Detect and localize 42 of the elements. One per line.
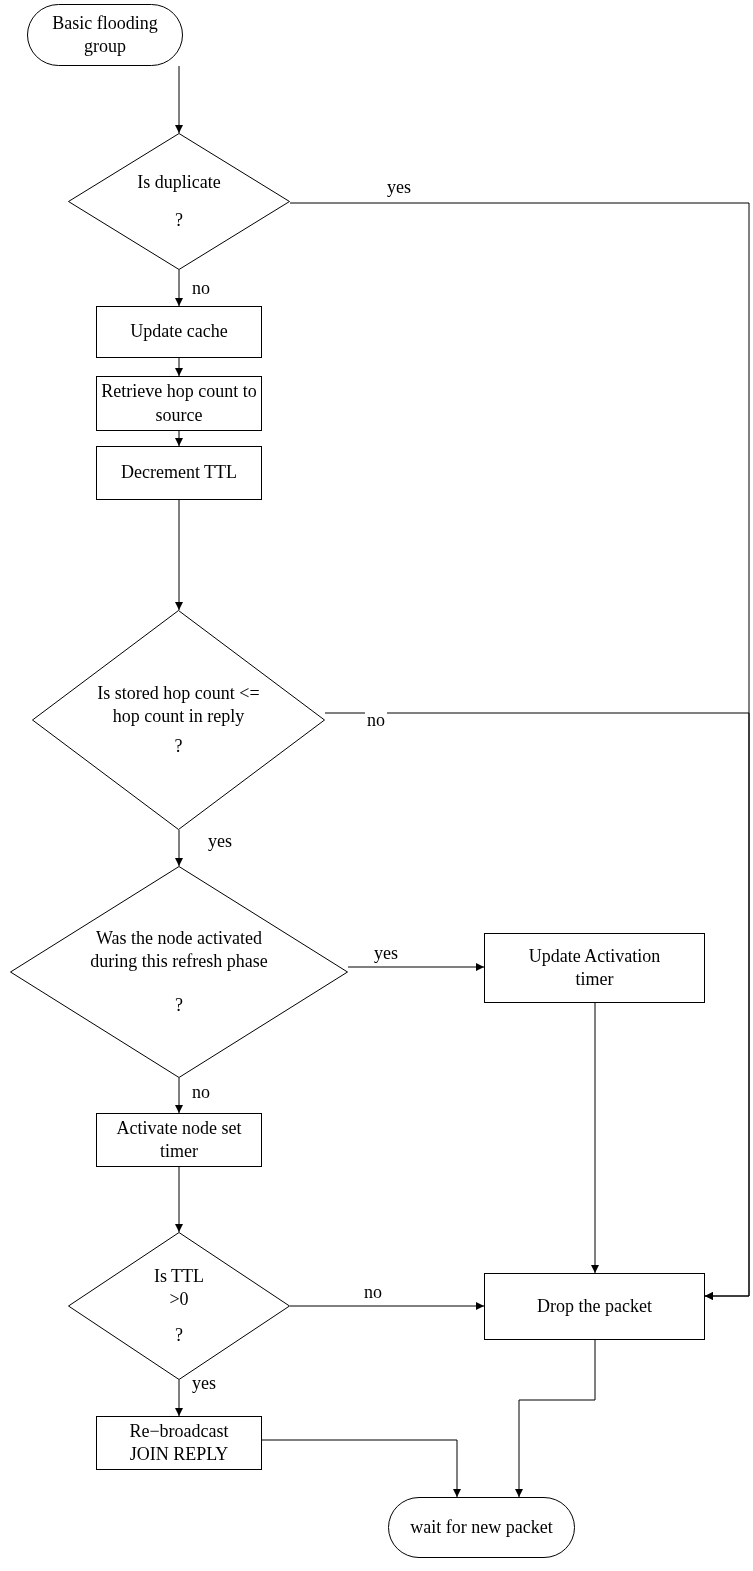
arrow	[175, 65, 183, 134]
process-box	[96, 1416, 262, 1470]
arrow	[289, 1302, 485, 1310]
decision-diamond	[10, 866, 348, 1078]
node-label: Was the node activated during this refresh phase	[89, 926, 269, 974]
process-box	[484, 933, 705, 1003]
arrow	[347, 963, 485, 971]
node-label: Update cache	[129, 320, 229, 344]
node-label: Is TTL >0	[152, 1264, 206, 1312]
process-box	[96, 446, 262, 500]
node-label: Is duplicate	[136, 171, 222, 195]
arrow	[175, 269, 183, 307]
process-box	[96, 1113, 262, 1167]
node-label: Re−broadcast JOIN REPLY	[128, 1419, 230, 1466]
arrow	[175, 829, 183, 867]
node-label: ?	[174, 208, 184, 232]
node-label: ?	[174, 1323, 184, 1347]
arrow	[175, 1379, 183, 1417]
node-label: Update Activation timer	[527, 944, 662, 991]
arrow	[175, 357, 183, 377]
node-label: ?	[174, 993, 184, 1017]
arrow	[324, 712, 750, 1300]
node-label: Retrieve hop count to source	[100, 380, 258, 427]
arrow	[175, 499, 183, 611]
node-label: ?	[173, 734, 184, 758]
node-label: wait for new packet	[409, 1515, 554, 1539]
node-label: Basic flooding group	[51, 11, 159, 58]
process-box	[96, 306, 262, 358]
arrow	[261, 1439, 461, 1498]
arrow	[515, 1339, 596, 1498]
decision-diamond	[68, 133, 290, 270]
arrow	[175, 430, 183, 447]
node-label: Activate node set timer	[115, 1116, 243, 1163]
node-label: Is stored hop count <= hop count in reply	[96, 681, 261, 729]
node-label: Drop the packet	[536, 1294, 653, 1318]
decision-diamond	[32, 610, 325, 830]
arrow	[591, 1002, 599, 1274]
process-box	[484, 1273, 705, 1340]
arrow	[175, 1166, 183, 1233]
arrow	[175, 1077, 183, 1114]
node-label: Decrement TTL	[119, 461, 239, 485]
decision-diamond	[68, 1232, 290, 1380]
